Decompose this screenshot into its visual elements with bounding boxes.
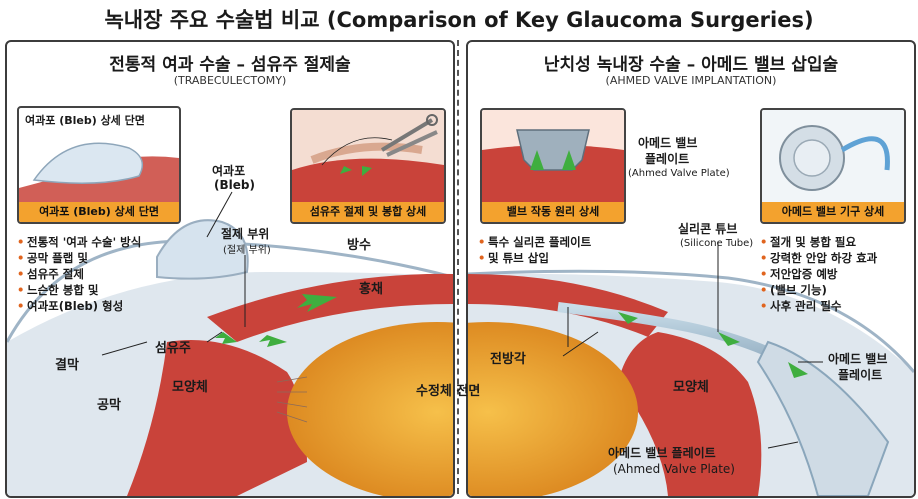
bullet-item: 전통적 '여과 수술' 방식 — [17, 234, 167, 250]
label-sclera: 공막 — [97, 398, 121, 413]
ciliary-body-shape — [127, 340, 307, 496]
label-plate-bottom: 아메드 밸브 플레이트 — [608, 446, 716, 460]
label-iris: 홍채 — [359, 282, 383, 297]
trabeculectomy-bullets: 전통적 '여과 수술' 방식 공막 플랩 및 섬유주 절제 느슨한 봉합 및 여… — [17, 234, 167, 314]
trabeculectomy-illustration — [7, 191, 453, 496]
valve-principle-inset: 밸브 작동 원리 상세 — [480, 108, 626, 224]
scissors-icon — [380, 114, 438, 157]
trabeculectomy-title: 전통적 여과 수술 – 섬유주 절제술 — [109, 55, 351, 75]
trabeculectomy-subtitle: (TRABECULECTOMY) — [173, 74, 287, 87]
bullet-item: 사후 관리 필수 — [760, 298, 910, 314]
device-detail-inset: 아메드 밸브 기구 상세 — [760, 108, 906, 224]
device-detail-caption: 아메드 밸브 기구 상세 — [762, 202, 904, 222]
lens-shape — [287, 322, 453, 496]
label-conjunctiva: 결막 — [55, 358, 79, 373]
bleb-detail-inset: 여과포 (Bleb) 상세 단면 여과포 (Bleb) 상세 단면 — [17, 106, 181, 224]
bleb-shape — [156, 219, 249, 280]
label-plate-bottom-en: (Ahmed Valve Plate) — [613, 462, 735, 476]
valve-plate-shape — [756, 340, 890, 496]
bullet-item: 강력한 안압 하강 효과 — [760, 250, 910, 266]
ahmed-valve-title: 난치성 녹내장 수술 – 아메드 밸브 삽입술 — [543, 55, 839, 75]
ciliary-body-shape — [618, 332, 762, 496]
label-ciliary: 모양체 — [172, 380, 208, 395]
bullet-item: 절개 및 봉합 필요 — [760, 234, 910, 250]
ahmed-valve-panel: 난치성 녹내장 수술 – 아메드 밸브 삽입술 (AHMED VALVE IMP… — [466, 40, 916, 498]
trabeculectomy-panel: 전통적 여과 수술 – 섬유주 절제술 (TRABECULECTOMY) 여과포… — [5, 40, 455, 498]
ahmed-valve-subtitle: (AHMED VALVE IMPLANTATION) — [605, 74, 777, 87]
label-plate-side: 아메드 밸브 — [828, 352, 888, 366]
label-bleb: 여과포 — [212, 164, 246, 178]
ahmed-valve-illustration — [468, 242, 914, 496]
bullet-item-cont: 여과포(Bleb) 형성 — [17, 298, 167, 314]
label-tube: 실리콘 튜브 — [678, 222, 738, 236]
aqueous-flow-arrows — [215, 294, 337, 347]
page-title: 녹내장 주요 수술법 비교 (Comparison of Key Glaucom… — [104, 8, 814, 32]
suture-inset-caption: 섬유주 절제 및 봉합 상세 — [292, 202, 444, 222]
label-lens-front: 수정체 전면 — [416, 384, 481, 399]
valve-plate-label2: 플레이트 — [645, 152, 690, 166]
panel-divider — [457, 40, 459, 494]
label-bleb-en: (Bleb) — [214, 178, 255, 192]
bullet-item: 느슨한 봉합 및 — [17, 282, 167, 298]
bullet-item-cont: (밸브 기능) — [760, 282, 910, 298]
lens-shape — [468, 322, 638, 496]
label-tube-en: (Silicone Tube) — [680, 238, 754, 249]
bullet-item: 저안압증 예방 — [760, 266, 910, 282]
valve-plate-label-en: (Ahmed Valve Plate) — [628, 168, 730, 179]
label-plate-side2: 플레이트 — [838, 368, 883, 382]
ahmed-bullets-right: 절개 및 봉합 필요 강력한 안압 하강 효과 저안압증 예방 (밸브 기능) … — [760, 234, 910, 314]
label-excision: 절제 부위 — [221, 227, 270, 241]
bleb-inset-header: 여과포 (Bleb) 상세 단면 — [25, 114, 145, 127]
suture-detail-inset: 섬유주 절제 및 봉합 상세 — [290, 108, 446, 224]
bullet-item-cont: 및 튜브 삽입 — [478, 250, 638, 266]
bleb-inset-caption: 여과포 (Bleb) 상세 단면 — [19, 202, 179, 222]
bullet-item: 특수 실리콘 플레이트 — [478, 234, 638, 250]
label-anterior-chamber: 전방각 — [490, 352, 526, 367]
bullet-item-cont: 섬유주 절제 — [17, 266, 167, 282]
valve-principle-caption: 밸브 작동 원리 상세 — [482, 202, 624, 222]
valve-plate-label: 아메드 밸브 — [638, 136, 698, 150]
label-ciliary: 모양체 — [673, 380, 709, 395]
label-aqueous: 방수 — [347, 238, 371, 253]
iris-shape — [207, 273, 453, 342]
ahmed-bullets-left: 특수 실리콘 플레이트 및 튜브 삽입 — [478, 234, 638, 266]
label-excision-sub: (절제 부위) — [223, 245, 271, 256]
label-trabecular: 섬유주 — [155, 341, 191, 356]
bullet-item: 공막 플랩 및 — [17, 250, 167, 266]
